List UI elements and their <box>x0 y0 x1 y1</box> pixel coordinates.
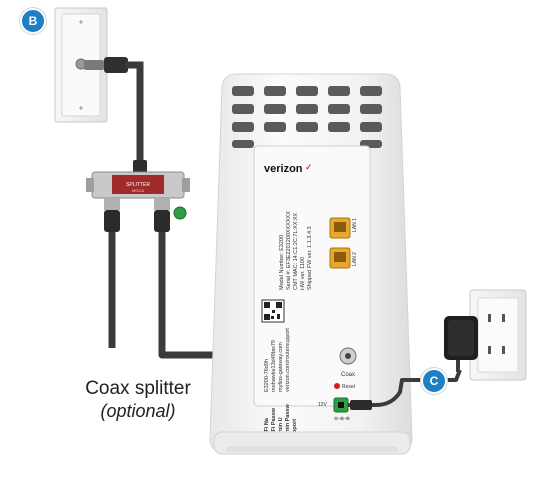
power-outlet <box>469 289 527 381</box>
router-label-line-1: Model Number: E3200 <box>279 235 285 290</box>
reset-button: Reset <box>334 383 356 390</box>
lan-ports: LAN 1 LAN 2 <box>329 217 358 269</box>
caption-title: Coax splitter <box>85 378 191 399</box>
router-wifi-label: E3200-76d9h mohawke13d49bw79 myfios-gate… <box>264 328 291 392</box>
wifi-line-3: myfios-gateway.com <box>278 342 284 392</box>
coax-cable-wall-to-splitter <box>84 57 147 174</box>
caption-subtitle: (optional) <box>100 401 176 421</box>
wifi-key-5: Support <box>292 419 298 440</box>
router-back-panel <box>253 145 371 407</box>
splitter-brand: MOCA <box>132 188 144 193</box>
reset-label: Reset <box>342 384 356 390</box>
splitter-label: SPLITTER <box>126 182 150 188</box>
router-label-line-4: HW ver. 1100 <box>300 257 306 290</box>
coax-port: Coax <box>339 347 357 378</box>
wifi-key-3: Admin U <box>278 417 284 440</box>
coax-label: Coax <box>341 372 355 378</box>
qr-code <box>261 299 285 323</box>
power-adapter-cable <box>348 316 478 410</box>
wifi-key-2: Wi-Fi Passw <box>271 407 277 440</box>
router: verizon ✓ Model Number: E3200 Serial #: … <box>209 73 413 455</box>
router-brand-check: ✓ <box>305 162 313 172</box>
router-label-line-2: Serial #: EF3E2201200XXXXXX <box>286 211 292 290</box>
router-label-line-5: Shipped FW ver. 1.1.3.4.3 <box>307 226 313 290</box>
wifi-line-1: E3200-76d9h <box>264 359 270 392</box>
lan2-label: LAN 2 <box>352 252 358 266</box>
splitter-terminator-cap <box>173 206 187 220</box>
power-symbol: ⊖-⊕-⊕ <box>334 416 350 422</box>
router-wifi-keys: Wi-Fi Na Wi-Fi Passw Admin U Admin Passw… <box>264 404 298 440</box>
step-badge-b: B <box>20 8 46 34</box>
lan1-label: LAN 1 <box>352 218 358 232</box>
router-brand: verizon <box>264 163 303 175</box>
wifi-key-4: Admin Passw <box>285 404 291 440</box>
wifi-line-2: mohawke13d49bw79 <box>271 340 277 392</box>
power-port: 12V ⊖-⊕-⊕ <box>318 397 350 422</box>
splitter-caption: Coax splitter (optional) <box>68 378 208 422</box>
router-label-line-3: CMT MAC: 14:C1:2C:7L:XX:XX <box>293 212 299 290</box>
wifi-key-1: Wi-Fi Na <box>264 417 270 440</box>
coax-splitter: SPLITTER MOCA <box>86 171 190 220</box>
router-info-label: Model Number: E3200 Serial #: EF3E220120… <box>279 211 313 290</box>
power-label: 12V <box>318 402 328 408</box>
wifi-line-4: verizon.com/routersupport <box>285 328 291 392</box>
step-badge-c: C <box>421 368 447 394</box>
